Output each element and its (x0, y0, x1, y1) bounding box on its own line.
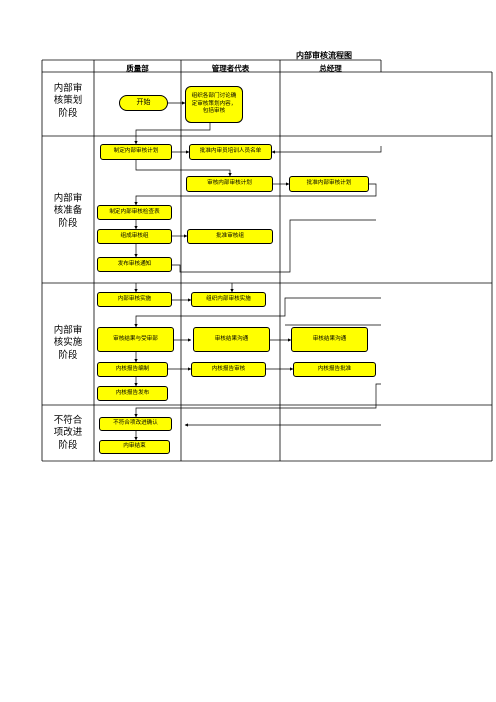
node-report-publish[interactable]: 内核报告发布 (97, 386, 168, 401)
node-review-audit-plan[interactable]: 审核内部审核计划 (186, 176, 273, 192)
node-approve-audit-team[interactable]: 批准审核组 (187, 229, 273, 244)
node-report-approval[interactable]: 内核报告批准 (293, 362, 376, 377)
node-make-audit-plan[interactable]: 制定内部审核计划 (100, 144, 172, 160)
node-organize-discussion[interactable]: 组织各部门讨论确定审核策划内容，包括审核 (185, 86, 243, 123)
phase-label-implementation: 内部审核实施阶段 (53, 325, 83, 361)
node-approve-auditor-list[interactable]: 批准内审员培训人员名单 (189, 144, 272, 160)
node-organize-implementation[interactable]: 组织内部审核实施 (191, 292, 266, 307)
column-header-general-manager: 总经理 (319, 64, 342, 73)
node-report-writing[interactable]: 内核报告编制 (97, 362, 168, 377)
phase-label-improvement: 不符合项改进阶段 (53, 415, 83, 451)
node-start[interactable]: 开始 (119, 95, 168, 111)
node-communicate-gm[interactable]: 审核结果沟通 (291, 327, 368, 352)
node-form-audit-team[interactable]: 组成审核组 (97, 229, 172, 244)
node-nonconformity-confirm[interactable]: 不符合项改进确认 (99, 417, 172, 431)
node-audit-end[interactable]: 内审结束 (99, 440, 170, 454)
node-approve-audit-plan[interactable]: 批准内部审核计划 (289, 176, 369, 192)
node-audit-notice[interactable]: 发布审核通知 (97, 257, 172, 272)
column-header-management-rep: 管理者代表 (211, 64, 250, 73)
node-audit-implementation[interactable]: 内部审核实施 (97, 292, 172, 307)
node-audit-checklist[interactable]: 制定内部审核检查表 (97, 205, 172, 220)
phase-label-planning: 内部审核策划阶段 (53, 83, 83, 119)
node-communicate-quality[interactable]: 审核结果与受审部 (97, 327, 174, 352)
node-communicate-management[interactable]: 审核结果沟通 (193, 327, 270, 352)
flowchart-title: 内部审核流程图 (296, 51, 352, 60)
node-report-review[interactable]: 内核报告审核 (191, 362, 266, 377)
phase-label-preparation: 内部审核准备阶段 (53, 193, 83, 229)
column-header-quality: 质量部 (126, 64, 149, 73)
